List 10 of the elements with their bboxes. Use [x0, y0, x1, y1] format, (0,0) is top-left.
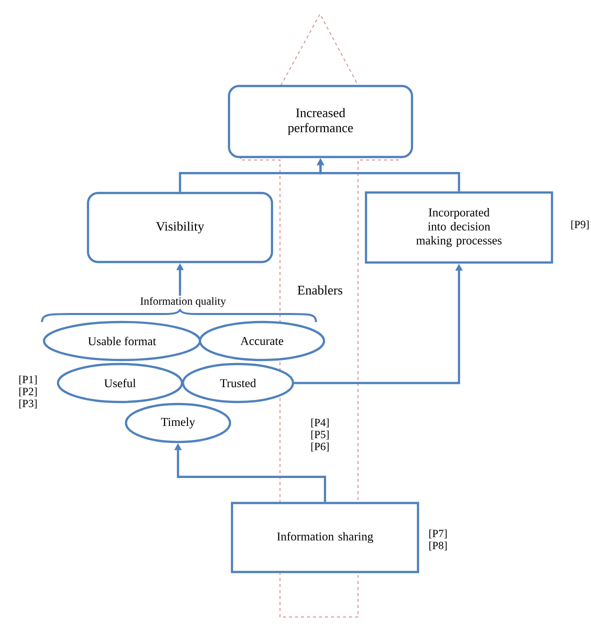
group-label: Information quality [140, 296, 226, 308]
reference-label: [P4] [P5] [P6] [311, 418, 329, 452]
reference-label: [P1] [P2] [P3] [19, 375, 37, 409]
arrow-label: Enablers [298, 285, 342, 295]
rounded-box: Visibility [86, 192, 274, 264]
rounded-box: Increased performance [228, 84, 414, 158]
process-box: Information sharing [230, 502, 420, 574]
reference-label: [P7] [P8] [429, 529, 447, 551]
reference-label: [P9] [571, 220, 589, 230]
process-box: Incorporated into decision making processes [364, 191, 554, 264]
